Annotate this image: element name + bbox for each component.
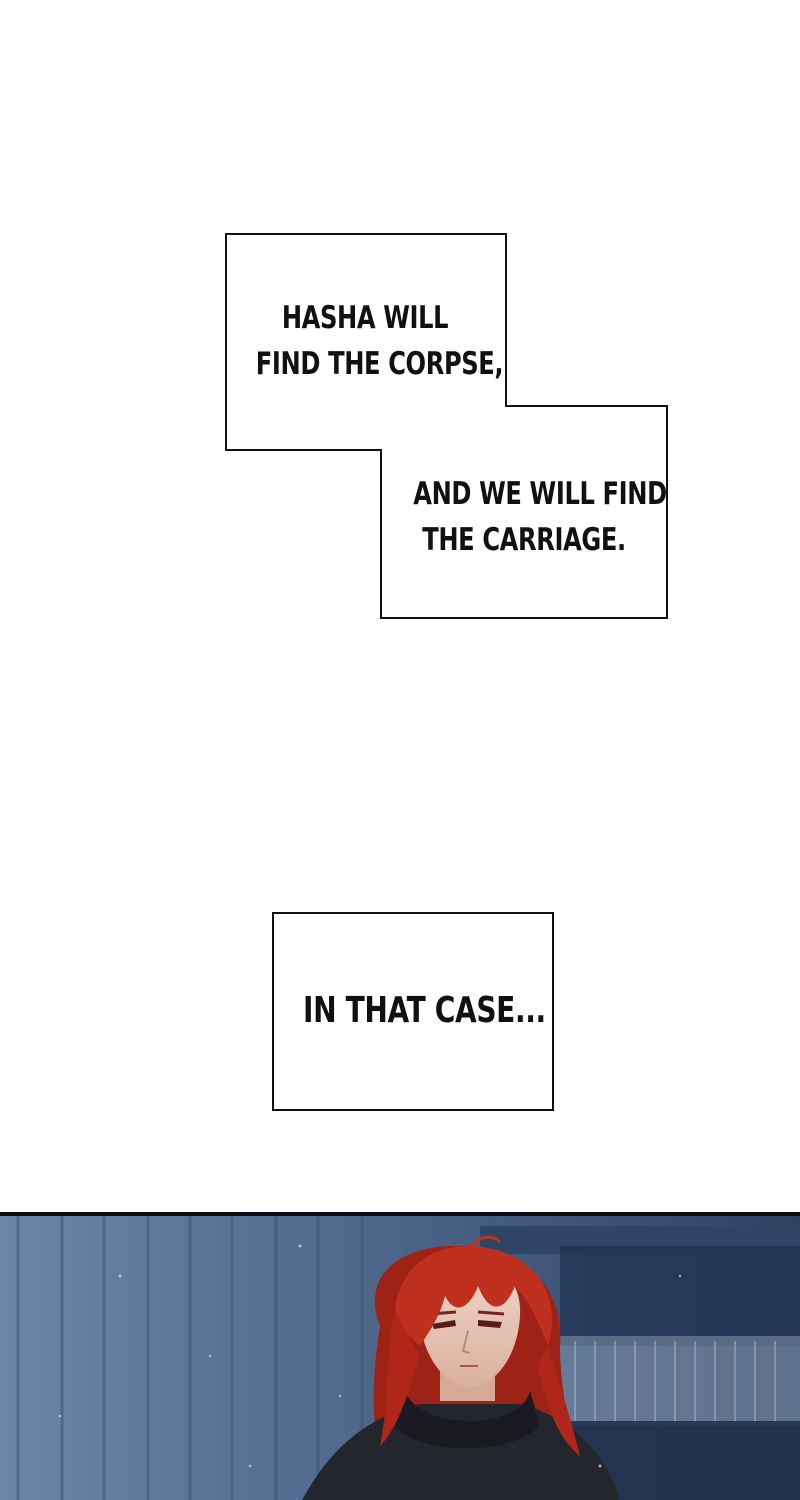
comic-panel-illustration xyxy=(0,1212,800,1500)
caption-line: FIND THE CORPSE, xyxy=(255,346,504,382)
caption-line: AND WE WILL FIND xyxy=(413,476,667,512)
caption-box-in-that-case xyxy=(272,912,554,1111)
caption-text-hasha: HASHA WILL FIND THE CORPSE, xyxy=(255,295,504,387)
caption-line: IN THAT CASE... xyxy=(303,990,546,1031)
caption-line: HASHA WILL xyxy=(281,300,449,336)
caption-text-we: AND WE WILL FIND THE CARRIAGE. xyxy=(413,471,667,563)
caption-text-in-that-case: IN THAT CASE... xyxy=(303,988,546,1034)
caption-line: THE CARRIAGE. xyxy=(422,522,626,558)
caption-box-hasha xyxy=(225,233,668,619)
character-illustration xyxy=(0,1216,800,1500)
